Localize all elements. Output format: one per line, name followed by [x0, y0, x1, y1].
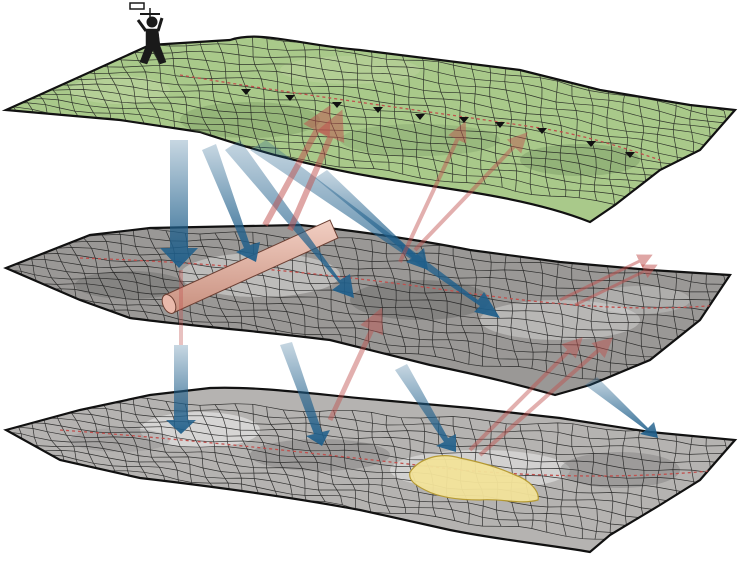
receiver-line	[241, 89, 635, 158]
reflected-ray	[468, 337, 583, 452]
reflected-ray	[559, 254, 653, 302]
mesh-line	[6, 406, 727, 464]
incident-ray	[166, 345, 196, 434]
buried-pipe	[161, 219, 339, 314]
geophone-icon	[285, 95, 295, 101]
geophone-icon	[415, 114, 425, 120]
mesh-line	[10, 447, 727, 527]
mesh-line	[6, 73, 724, 157]
reflected-ray	[398, 121, 467, 263]
incident-ray	[585, 377, 658, 438]
mesh-line	[6, 67, 724, 151]
mesh-line	[8, 438, 728, 515]
mesh-line	[13, 106, 724, 203]
reflected-ray	[478, 337, 613, 457]
mesh-line	[14, 458, 724, 545]
mesh-line	[6, 61, 725, 142]
mesh-line	[14, 297, 724, 385]
incident-ray	[225, 140, 354, 298]
surface-texture	[6, 36, 728, 222]
upper-rays	[160, 104, 658, 345]
mesh-line	[6, 77, 726, 164]
middle-layer	[3, 219, 732, 397]
mesh-line	[6, 264, 724, 335]
reflected-ray	[287, 109, 345, 232]
mesh-line	[6, 415, 725, 477]
mesh-line	[6, 236, 728, 293]
mesh-line	[7, 98, 726, 191]
mesh-line	[6, 426, 724, 496]
anomaly-body	[409, 455, 539, 503]
mesh-line	[6, 400, 728, 455]
incident-ray	[202, 144, 260, 262]
incident-ray	[315, 170, 428, 270]
geophone-icon	[625, 152, 635, 158]
reflected-ray	[574, 264, 658, 307]
mesh-line	[6, 269, 726, 343]
incident-ray	[160, 140, 198, 268]
hammer-person-icon	[129, 2, 167, 65]
reflected-ray	[413, 132, 528, 252]
geophone-icon	[332, 102, 342, 108]
mesh-line	[6, 252, 725, 316]
reflected-ray	[327, 307, 383, 422]
mesh-line	[6, 92, 727, 182]
mesh-line	[6, 230, 726, 285]
mesh-line	[6, 84, 727, 172]
mesh-line	[6, 422, 723, 488]
incident-ray	[395, 364, 456, 452]
lower-rays	[166, 307, 658, 457]
mesh-line	[12, 454, 726, 538]
mesh-line	[6, 258, 723, 327]
mesh-line	[722, 110, 728, 222]
mesh-line	[6, 243, 727, 303]
bottom-layer	[3, 386, 738, 554]
mesh-line	[9, 102, 724, 197]
geophone-icon	[373, 107, 383, 113]
geophone-icon	[241, 89, 251, 95]
mesh-line	[722, 275, 728, 393]
geophone-icon	[495, 122, 505, 128]
surface-layer	[1, 35, 738, 224]
mesh-line	[6, 431, 726, 504]
geophone-icon	[586, 141, 596, 147]
geophone-icon	[537, 128, 547, 134]
geophone-icon	[459, 117, 469, 123]
incident-ray	[280, 342, 330, 446]
